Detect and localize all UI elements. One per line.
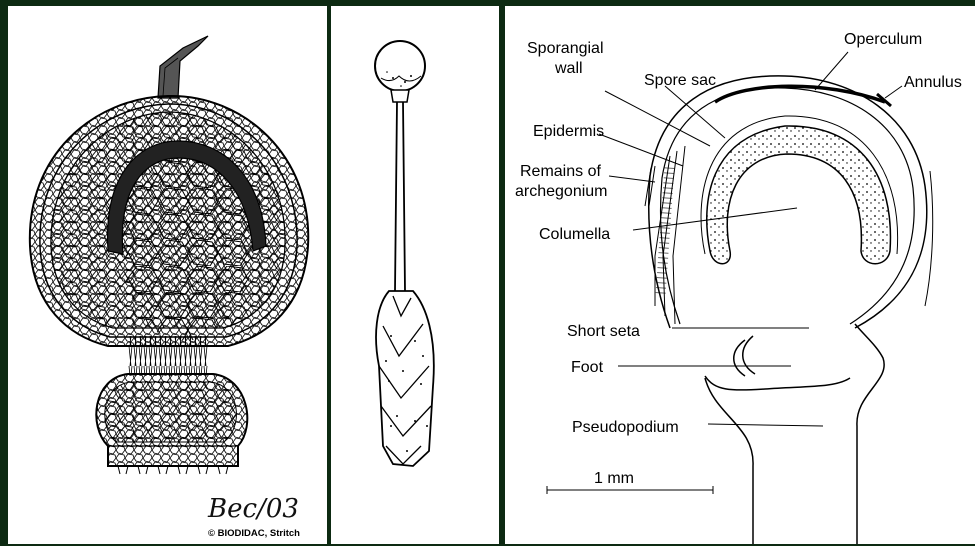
labeled-diagram: Sporangial wall Spore sac Operculum Annu… [505, 6, 975, 544]
pseudopodium-stalk [395, 102, 405, 291]
label-short-seta: Short seta [567, 323, 640, 340]
archegonium-neck [158, 36, 208, 98]
neck-tissue [128, 336, 208, 376]
foot-outline [705, 376, 850, 390]
pseudopodium-left [705, 378, 753, 544]
pseudopodium-right [855, 324, 884, 544]
spore-sac [707, 126, 891, 264]
artist-signature: Bec/03 [207, 494, 299, 524]
label-pseudopodium: Pseudopodium [572, 419, 679, 436]
label-annulus: Annulus [904, 74, 962, 91]
label-remains-1: Remains of [520, 163, 601, 180]
leafy-gametophyte [376, 291, 434, 466]
image-credit: © BIODIDAC, Stritch [208, 528, 300, 539]
short-seta [734, 336, 755, 376]
label-columella: Columella [539, 226, 610, 243]
scale-bar-label: 1 mm [594, 470, 634, 487]
whole-plant-drawing [331, 6, 499, 544]
label-sporangial-wall-1: Sporangial [527, 40, 604, 57]
capsule-section-panel: Bec/03 © BIODIDAC, Stritch [8, 6, 327, 544]
label-spore-sac: Spore sac [644, 72, 716, 89]
label-epidermis: Epidermis [533, 123, 604, 140]
label-operculum: Operculum [844, 31, 922, 48]
capsule-head [375, 41, 425, 91]
label-foot: Foot [571, 359, 604, 376]
capsule-section-drawing: Bec/03 © BIODIDAC, Stritch [8, 6, 327, 544]
label-sporangial-wall-2: wall [554, 60, 583, 77]
labeled-diagram-panel: Sporangial wall Spore sac Operculum Annu… [505, 6, 975, 544]
whole-plant-panel [331, 6, 499, 544]
label-remains-2: archegonium [515, 183, 608, 200]
